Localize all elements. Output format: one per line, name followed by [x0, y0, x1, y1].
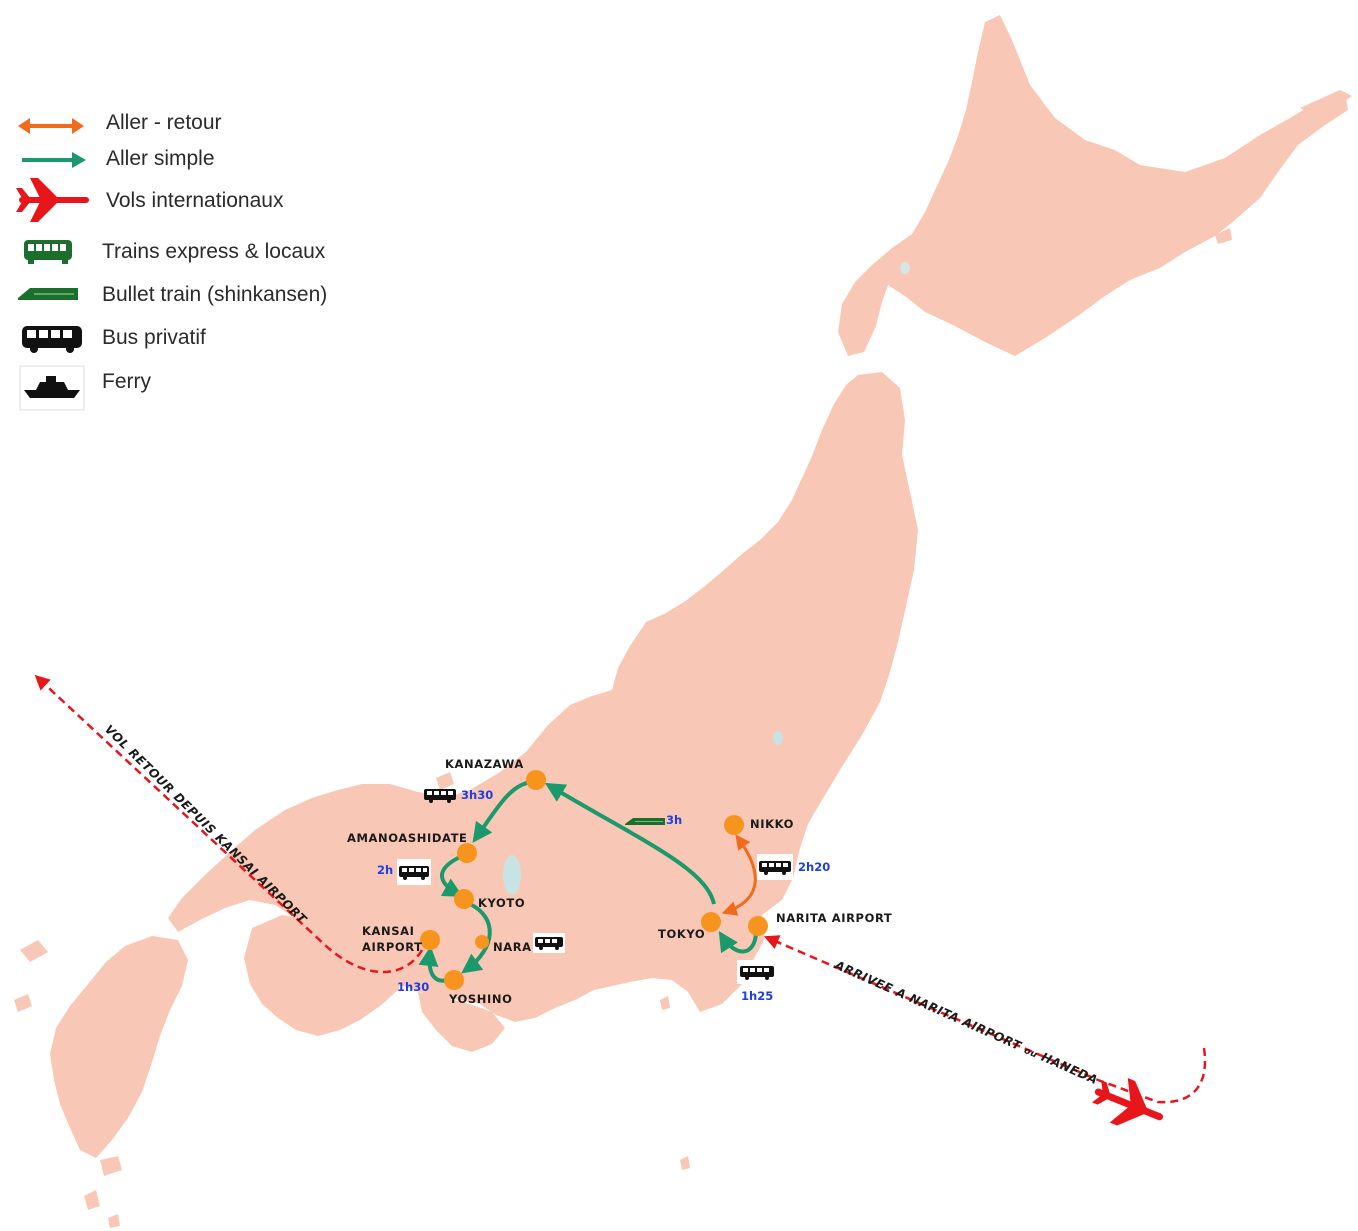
kyushu-islet	[100, 1156, 122, 1176]
city-dot-tokyo[interactable]	[701, 912, 721, 932]
bus-icon	[757, 854, 793, 880]
city-dot-kansai[interactable]	[420, 930, 440, 950]
legend-bus: Bus privatif	[102, 326, 206, 349]
kuril-islet	[1300, 90, 1352, 118]
flight-arrival-narita	[763, 935, 1207, 1104]
duration-kanazawa-bus: 3h30	[461, 788, 493, 802]
route-tokyo-nikko	[721, 834, 757, 916]
round-trip-arrow-icon	[18, 118, 84, 134]
route-tokyo-kanazawa	[544, 782, 716, 905]
flight-return-kansai	[34, 674, 424, 974]
arrival-flight-label: ARRIVEE A NARITA AIRPORT ou HANEDA	[832, 958, 1100, 1088]
city-dot-nara[interactable]	[475, 935, 489, 949]
bus-icon	[424, 789, 456, 803]
one-way-arrow-icon	[22, 152, 86, 168]
lake-hokkaido	[900, 262, 910, 274]
city-label-kansai-line2: AIRPORT	[362, 940, 423, 954]
kii-peninsula	[418, 992, 505, 1052]
kyushu-islet	[14, 994, 32, 1012]
legend-round-trip: Aller - retour	[106, 111, 222, 134]
lake-biwa	[503, 855, 521, 895]
city-label-narita: NARITA AIRPORT	[776, 911, 892, 925]
city-label-kyoto: KYOTO	[478, 896, 525, 910]
hokkaido-island	[838, 15, 1348, 356]
city-label-kanazawa: KANAZAWA	[445, 757, 524, 771]
shinkansen-icon	[18, 288, 78, 300]
train-icon	[24, 240, 72, 264]
city-label-kansai-line1: KANSAI	[362, 924, 415, 938]
lake-inawashiro	[773, 731, 783, 745]
city-label-nikko: NIKKO	[750, 817, 794, 831]
city-dot-nikko[interactable]	[724, 815, 744, 835]
legend-bullet: Bullet train (shinkansen)	[102, 283, 327, 306]
bus-icon	[737, 960, 777, 984]
city-dot-amanoashidate[interactable]	[457, 843, 477, 863]
legend-trains: Trains express & locaux	[102, 240, 326, 263]
arrival-label-b: HANEDA	[1035, 1048, 1100, 1087]
city-label-nara: NARA	[493, 940, 532, 954]
kyushu-island	[50, 936, 188, 1158]
arrival-label-a: ARRIVEE A NARITA AIRPORT	[832, 958, 1028, 1056]
kuril-islet	[1190, 170, 1225, 200]
bus-icon	[533, 933, 565, 953]
route-narita-tokyo	[718, 930, 758, 954]
city-markers	[420, 770, 768, 990]
city-dot-kanazawa[interactable]	[526, 770, 546, 790]
legend-ferry: Ferry	[102, 370, 151, 393]
routes	[34, 674, 1207, 1104]
airplane-icon	[16, 178, 89, 222]
duration-amanoashidate-bus: 2h	[377, 863, 393, 877]
city-dot-kyoto[interactable]	[454, 889, 474, 909]
city-label-yoshino: YOSHINO	[448, 992, 512, 1006]
arrival-airplane-icon	[1091, 1078, 1164, 1126]
bus-icon	[397, 859, 431, 885]
legend: Aller - retour Aller simple Vols interna…	[16, 111, 327, 411]
oki-island	[436, 772, 454, 790]
shikoku-island	[244, 915, 408, 1036]
route-kanazawa-amanoashidate	[472, 780, 533, 843]
ferry-icon	[19, 365, 85, 411]
izu-islet	[660, 996, 670, 1010]
bus-icon	[22, 326, 82, 353]
route-amanoashidate-kyoto	[440, 854, 464, 897]
city-label-amanoashidate: AMANOASHIDATE	[347, 831, 467, 845]
city-label-tokyo: TOKYO	[658, 927, 705, 941]
izu-islet	[680, 1156, 690, 1170]
duration-nikko-bus: 2h20	[798, 860, 830, 874]
duration-shinkansen: 3h	[666, 813, 682, 827]
duration-narita-bus: 1h25	[741, 989, 773, 1003]
sado-island	[676, 636, 700, 670]
route-kyoto-yoshino	[461, 902, 492, 974]
kyushu-islet	[84, 1190, 100, 1210]
legend-intl-flights: Vols internationaux	[106, 189, 284, 212]
kyushu-islet	[108, 1214, 120, 1228]
legend-one-way: Aller simple	[106, 147, 215, 170]
shinkansen-icon	[625, 818, 665, 825]
city-dot-yoshino[interactable]	[444, 970, 464, 990]
kyushu-islet	[20, 940, 48, 962]
kuril-islet	[1215, 228, 1232, 244]
duration-kansai: 1h30	[397, 980, 429, 994]
city-dot-narita[interactable]	[748, 916, 768, 936]
